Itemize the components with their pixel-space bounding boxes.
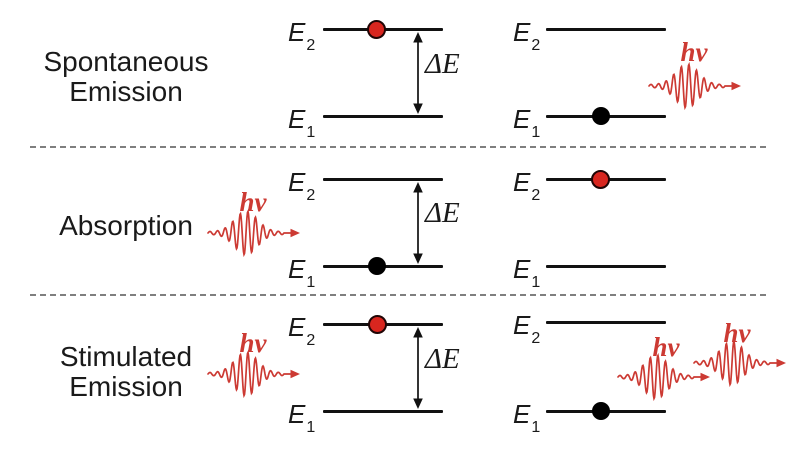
photon-wave-icon	[207, 349, 300, 399]
energy-level-line-e1	[546, 265, 666, 268]
title-line: Emission	[69, 371, 183, 402]
level-subscript: 1	[531, 124, 541, 142]
energy-gap-arrow	[413, 182, 423, 264]
level-subscript: 1	[306, 419, 316, 437]
level-label-e1: E1	[288, 104, 316, 142]
level-letter: E	[513, 310, 531, 340]
energy-level-line-e2	[323, 178, 443, 181]
level-label-e2: E2	[288, 17, 316, 55]
level-subscript: 1	[531, 419, 541, 437]
level-letter: E	[288, 312, 306, 342]
electron-ground-dot	[368, 257, 386, 275]
level-letter: E	[288, 399, 306, 429]
title-line: Emission	[69, 76, 183, 107]
row-divider	[30, 294, 766, 296]
level-label-e1: E1	[513, 104, 541, 142]
level-letter: E	[288, 104, 306, 134]
level-letter: E	[513, 17, 531, 47]
energy-level-line-e1	[323, 115, 443, 118]
photon-label: hν	[723, 318, 751, 348]
level-letter: E	[513, 167, 531, 197]
photon-label: hν	[680, 37, 708, 67]
level-subscript: 1	[306, 274, 316, 292]
energy-gap-arrow	[413, 327, 423, 409]
level-subscript: 1	[531, 274, 541, 292]
level-label-e1: E1	[513, 254, 541, 292]
level-letter: E	[288, 167, 306, 197]
level-subscript: 2	[531, 187, 541, 205]
energy-gap-arrow	[413, 32, 423, 114]
level-letter: E	[288, 17, 306, 47]
electron-ground-dot	[592, 107, 610, 125]
level-subscript: 2	[306, 332, 316, 350]
energy-gap-label: ΔE	[425, 48, 460, 80]
photon-wave-icon	[648, 61, 741, 111]
level-subscript: 2	[306, 187, 316, 205]
level-subscript: 2	[531, 37, 541, 55]
energy-level-line-e2	[546, 321, 666, 324]
electron-ground-dot	[592, 402, 610, 420]
level-letter: E	[288, 254, 306, 284]
electron-excited-dot	[591, 170, 610, 189]
row-divider	[30, 146, 766, 148]
level-label-e1: E1	[288, 399, 316, 437]
electron-excited-dot	[368, 315, 387, 334]
level-subscript: 2	[306, 37, 316, 55]
level-label-e2: E2	[288, 312, 316, 350]
level-subscript: 1	[306, 124, 316, 142]
energy-level-line-e1	[323, 410, 443, 413]
photon-wave-icon	[693, 338, 786, 388]
photon-wave-icon	[207, 208, 300, 258]
level-label-e1: E1	[288, 254, 316, 292]
energy-gap-label: ΔE	[425, 197, 460, 229]
process-title: Stimulated Emission	[28, 342, 224, 402]
level-label-e1: E1	[513, 399, 541, 437]
level-label-e2: E2	[513, 17, 541, 55]
level-letter: E	[513, 254, 531, 284]
level-letter: E	[513, 399, 531, 429]
level-subscript: 2	[531, 330, 541, 348]
level-label-e2: E2	[288, 167, 316, 205]
photon-label: hν	[239, 187, 267, 217]
process-title: Spontaneous Emission	[28, 47, 224, 107]
title-line: Absorption	[59, 210, 193, 241]
photon-label: hν	[239, 328, 267, 358]
title-line: Spontaneous	[43, 46, 209, 77]
level-label-e2: E2	[513, 310, 541, 348]
energy-gap-label: ΔE	[425, 343, 460, 375]
title-line: Stimulated	[59, 341, 193, 372]
level-label-e2: E2	[513, 167, 541, 205]
photon-wave-icon	[617, 352, 710, 402]
electron-excited-dot	[367, 20, 386, 39]
energy-level-line-e2	[546, 28, 666, 31]
level-letter: E	[513, 104, 531, 134]
process-title: Absorption	[28, 211, 224, 241]
